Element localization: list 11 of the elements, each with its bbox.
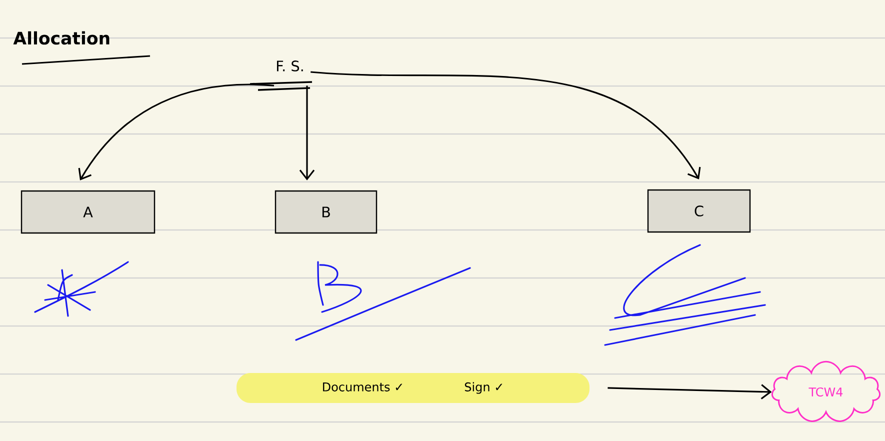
cloud-bubble: TCW4 (771, 360, 881, 422)
title: Allocation (13, 31, 110, 45)
arrow (310, 71, 701, 180)
label: F. S. (277, 60, 303, 72)
process-box: B (274, 190, 378, 234)
process-box: C (647, 189, 751, 233)
arrow (299, 86, 315, 180)
arrow (608, 384, 772, 400)
arrow (78, 84, 274, 180)
highlight-band: Documents ✓ Sign ✓ (236, 372, 590, 403)
process-box: A (20, 190, 156, 234)
